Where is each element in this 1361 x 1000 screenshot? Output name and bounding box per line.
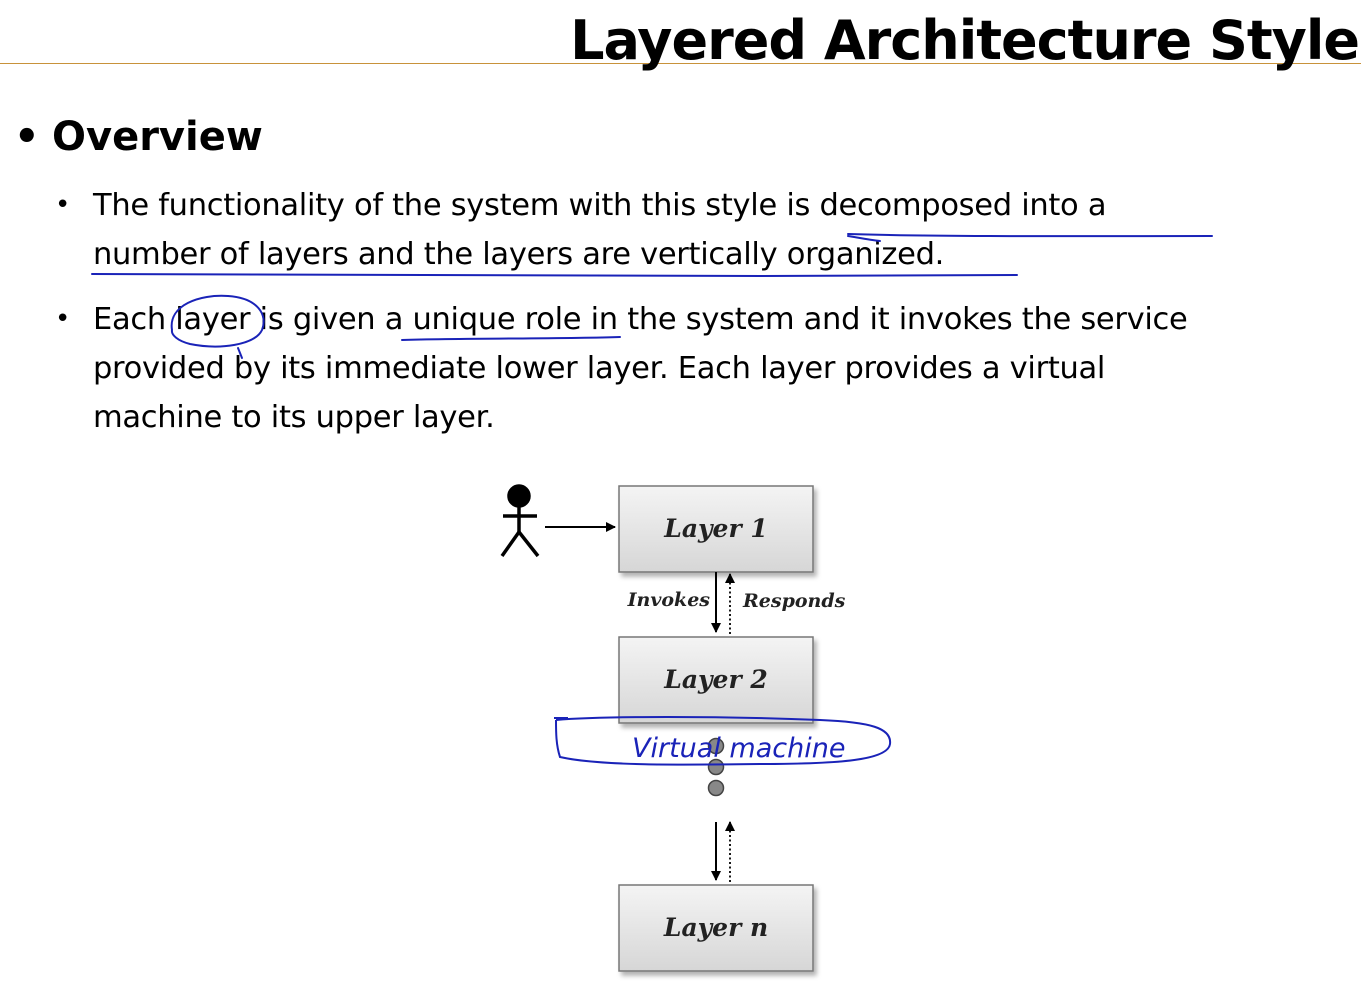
layer-1-box: Layer 1 xyxy=(618,485,814,573)
underline-connector xyxy=(847,235,881,242)
virtual-machine-annotation: Virtual machine xyxy=(554,716,892,766)
overview-point-1: • The functionality of the system with t… xyxy=(55,181,1295,279)
layer-n-box: Layer n xyxy=(618,884,814,972)
underline-decomposed xyxy=(847,233,1213,238)
ellipsis-dots xyxy=(707,737,725,797)
point-2-line-3: machine to its upper layer. xyxy=(93,400,495,435)
point-1-line-1: The functionality of the system with thi… xyxy=(93,188,1107,223)
underline-organized xyxy=(91,273,1018,278)
layer-n-label: Layer n xyxy=(663,913,768,942)
layer-2-box: Layer 2 xyxy=(618,636,814,724)
handwritten-underlines xyxy=(91,233,1213,359)
point-2-line-2: provided by its immediate lower layer. E… xyxy=(93,351,1106,386)
layer-1-label: Layer 1 xyxy=(663,514,767,543)
responds-label: Responds xyxy=(742,590,846,612)
point-2-line-1: Each layer is given a unique role in the… xyxy=(93,302,1188,337)
point-1-line-2: number of layers and the layers are vert… xyxy=(93,237,945,272)
underline-unique-role xyxy=(401,336,621,341)
slide-title: Layered Architecture Style xyxy=(570,9,1360,72)
layer-2-label: Layer 2 xyxy=(663,665,767,694)
title-rule xyxy=(0,63,1361,64)
bullet-marker: • xyxy=(55,304,71,334)
stick-figure-icon xyxy=(500,484,540,558)
circle-layer-annotation xyxy=(170,294,265,348)
virtual-machine-note: Virtual machine xyxy=(632,733,845,764)
overview-point-2: • Each layer is given a unique role in t… xyxy=(55,295,1295,442)
bullet-marker: • xyxy=(14,114,40,160)
circle-tail xyxy=(237,347,243,359)
invokes-label: Invokes xyxy=(627,589,711,611)
overview-heading: Overview xyxy=(52,114,263,160)
bullet-marker: • xyxy=(55,190,71,220)
